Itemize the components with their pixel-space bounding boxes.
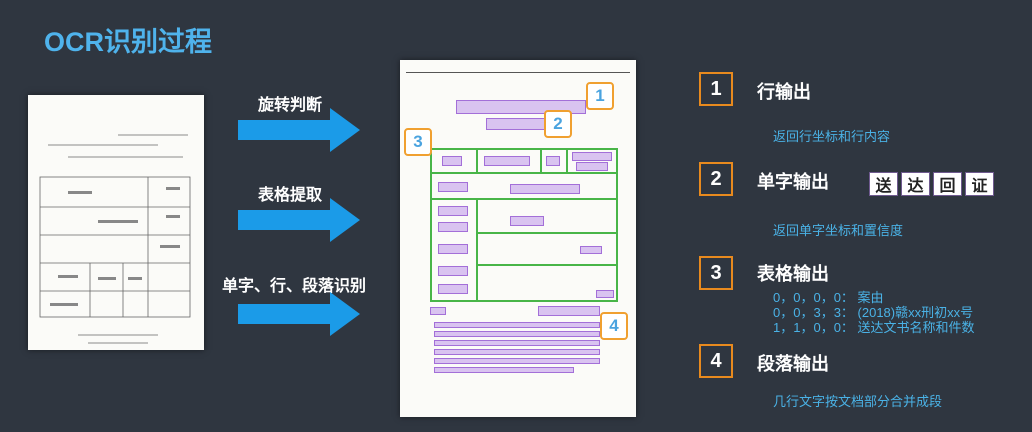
text-line-box (438, 284, 468, 294)
text-line-box (484, 156, 530, 166)
output-3-lines: 0，0，0，0： 案由 0，0，3，3： (2018)赣xx刑初xx号 1，1，… (773, 290, 975, 335)
output-4-desc: 几行文字按文档部分合并成段 (773, 394, 943, 409)
text-line-box (486, 118, 548, 130)
text-line-box (438, 182, 468, 192)
marker-4: 4 (600, 312, 628, 340)
text-line-box (438, 206, 468, 216)
rotated-document-sketch (39, 134, 191, 344)
step-table-extract-label: 表格提取 (258, 187, 323, 204)
text-line-box (538, 306, 600, 316)
output-1-badge: 1 (699, 72, 733, 106)
table-output-line: 0，0，3，3： (2018)赣xx刑初xx号 (773, 305, 974, 320)
table-cell-box (476, 198, 618, 234)
marker-2: 2 (544, 110, 572, 138)
arrow-right-icon (238, 198, 360, 242)
output-3-badge: 3 (699, 256, 733, 290)
text-line-box (580, 246, 602, 254)
paragraph-line-box (434, 331, 600, 337)
marker-1: 1 (586, 82, 614, 110)
arrow-right-icon (238, 108, 360, 152)
text-line-box (442, 156, 462, 166)
text-line-box (438, 266, 468, 276)
char-box: 证 (965, 172, 994, 196)
text-line-box (510, 216, 544, 226)
char-boxes: 送 达 回 证 (869, 172, 997, 196)
text-line-box (438, 244, 468, 254)
output-4-title: 段落输出 (757, 354, 829, 374)
paragraph-line-box (434, 367, 574, 373)
paragraph-line-box (434, 340, 600, 346)
char-box: 回 (933, 172, 962, 196)
char-box: 达 (901, 172, 930, 196)
output-4-badge: 4 (699, 344, 733, 378)
text-line-box (572, 152, 612, 161)
output-3-title: 表格输出 (757, 264, 829, 284)
text-line-box (576, 162, 608, 171)
text-line-box (546, 156, 560, 166)
source-document-rotated (28, 95, 204, 350)
table-cell-box (476, 232, 618, 266)
arrow-right-icon (238, 292, 360, 336)
output-2-title: 单字输出 (757, 172, 829, 192)
text-line-box (430, 307, 446, 315)
step-rotation-label: 旋转判断 (258, 97, 323, 114)
top-rule (406, 72, 630, 73)
output-1-title: 行输出 (757, 82, 811, 102)
table-output-line: 0，0，0，0： 案由 (773, 290, 884, 305)
output-2-desc: 返回单字坐标和置信度 (773, 223, 904, 238)
text-line-box (596, 290, 614, 298)
paragraph-line-box (434, 349, 600, 355)
text-line-box (510, 184, 580, 194)
annotated-document: 1 2 3 4 (400, 60, 636, 417)
char-box: 送 (869, 172, 898, 196)
paragraph-line-box (434, 322, 600, 328)
output-1-desc: 返回行坐标和行内容 (773, 129, 891, 144)
page-title: OCR识别过程 (44, 27, 212, 57)
marker-3: 3 (404, 128, 432, 156)
step-recognition-label: 单字、行、段落识别 (222, 278, 367, 295)
paragraph-line-box (434, 358, 600, 364)
text-line-box (438, 222, 468, 232)
table-output-line: 1，1，0，0： 送达文书名称和件数 (773, 320, 975, 335)
output-2-badge: 2 (699, 162, 733, 196)
